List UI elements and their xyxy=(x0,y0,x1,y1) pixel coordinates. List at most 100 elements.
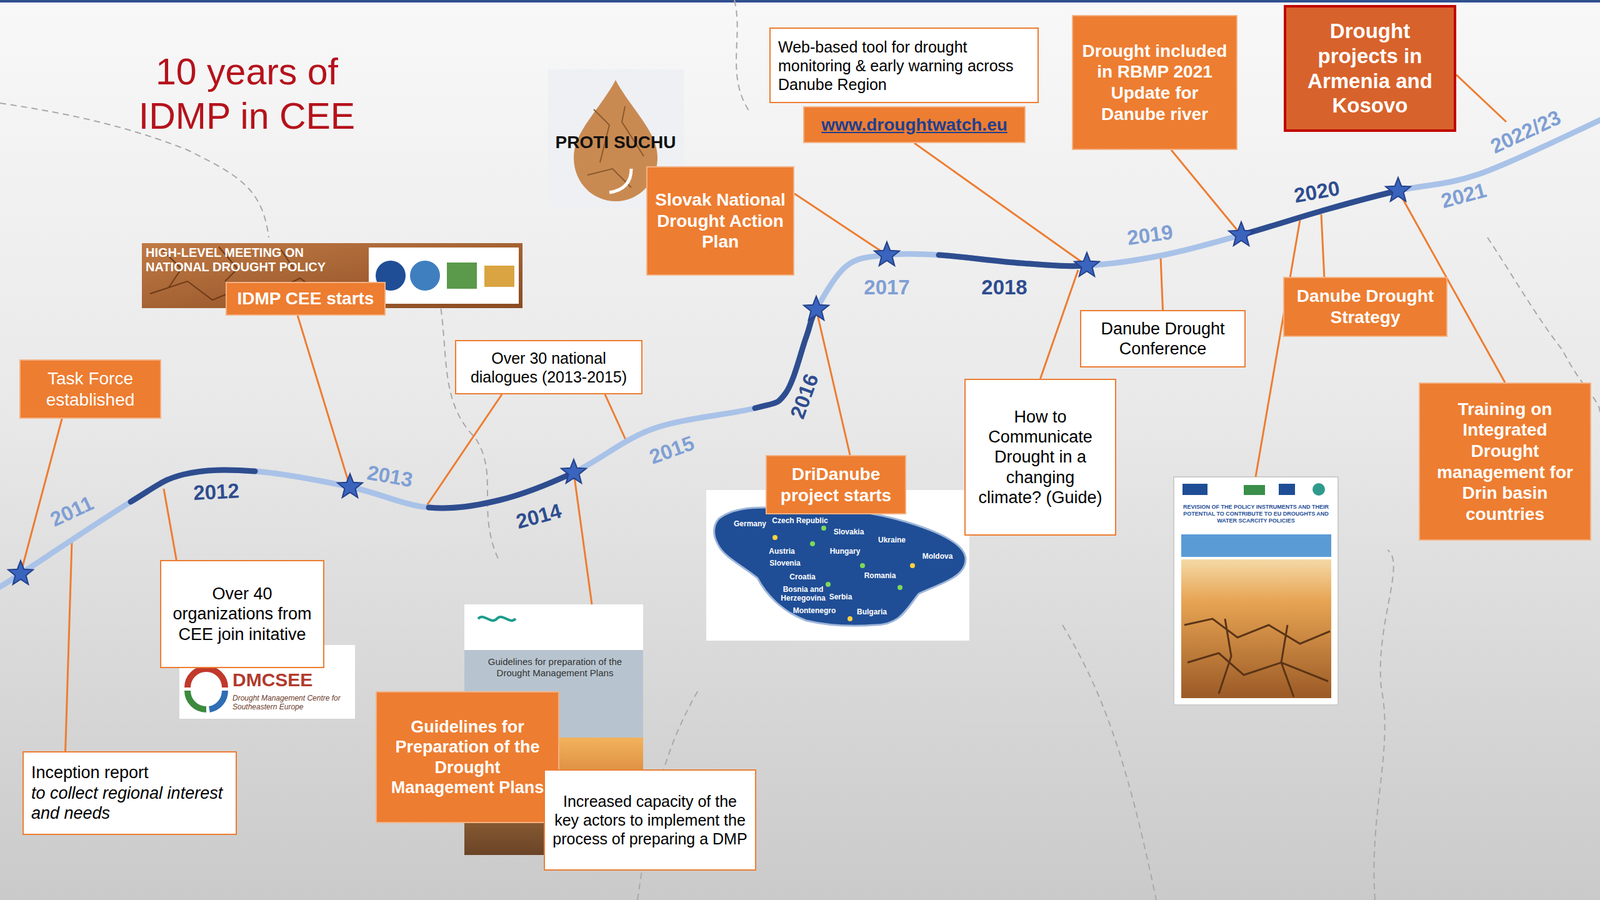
note-box: Inception reportto collect regional inte… xyxy=(22,751,237,835)
timeline-year-segment xyxy=(938,255,1087,267)
year-label: 2022/23 xyxy=(1486,105,1565,159)
note-box: Over 30 national dialogues (2013-2015) xyxy=(455,340,643,395)
site-dot xyxy=(860,563,865,569)
box-text: Web-based tool for drought monitoring & … xyxy=(778,37,1030,94)
border-line xyxy=(1373,550,1394,900)
gwp-logo xyxy=(478,616,516,621)
box-text: Guidelines for Preparation of the Drough… xyxy=(384,716,551,799)
image-text: DMCSEE xyxy=(232,668,352,692)
box-text: Over 30 national dialogues (2013-2015) xyxy=(463,348,634,387)
box-text: Over 40 organizations from CEE join init… xyxy=(168,583,316,645)
image-text: Croatia xyxy=(789,572,815,582)
image-text: Montenegro xyxy=(793,606,837,615)
event-box: DriDanube project starts xyxy=(765,455,907,515)
cover-ground xyxy=(1173,476,1339,705)
leader-line xyxy=(65,541,72,752)
year-label: 2017 xyxy=(863,275,910,300)
year-label: 2018 xyxy=(981,275,1027,300)
event-box: Drought included in RBMP 2021 Update for… xyxy=(1071,15,1238,150)
image-text: NATIONAL DROUGHT POLICY xyxy=(145,259,365,275)
event-box: IDMP CEE starts xyxy=(225,281,386,316)
image-text: Romania xyxy=(864,571,897,580)
logo xyxy=(446,262,477,289)
top-rim xyxy=(0,0,1600,3)
box-text: Inception report xyxy=(31,762,229,783)
image-text: Czech Republic xyxy=(771,516,828,525)
leader-line xyxy=(1255,220,1300,477)
box-text: www.droughtwatch.eu xyxy=(811,114,1017,136)
image-text: HIGH-LEVEL MEETING ON xyxy=(145,245,365,260)
year-label: 2012 xyxy=(192,478,240,505)
event-box: Guidelines for Preparation of the Drough… xyxy=(375,691,560,824)
logo xyxy=(410,260,440,291)
milestone-star xyxy=(337,473,363,498)
year-label: 2021 xyxy=(1438,177,1489,214)
image-text: Slovakia xyxy=(833,527,865,537)
image-text: Drought Management Centre for Southeaste… xyxy=(232,693,352,712)
site-dot xyxy=(847,616,853,622)
year-label: 2020 xyxy=(1291,175,1342,209)
logo-arc xyxy=(209,690,225,710)
diagram-title: 10 years of IDMP in CEE xyxy=(128,50,366,139)
leader-line xyxy=(1321,214,1325,277)
image-text: Ukraine xyxy=(878,535,906,545)
timeline xyxy=(0,118,1600,587)
box-text: Danube Drought Conference xyxy=(1088,318,1237,360)
milestone-star xyxy=(874,241,900,266)
logo xyxy=(1312,483,1325,496)
crack-lines xyxy=(1184,618,1330,697)
border-line xyxy=(437,287,500,563)
leader-line xyxy=(573,472,592,605)
border-line xyxy=(734,0,750,113)
site-dot xyxy=(897,585,903,590)
image-text: PROTI SUCHU xyxy=(548,131,684,154)
image-text: Hungary xyxy=(830,546,861,556)
box-text: Slovak National Drought Action Plan xyxy=(655,189,786,253)
leader-line xyxy=(1160,257,1164,310)
milestone-star xyxy=(1385,177,1411,202)
milestone-star xyxy=(1228,221,1254,246)
leader-line xyxy=(426,394,502,507)
leader-line xyxy=(297,315,350,487)
image-text: Germany xyxy=(733,519,767,529)
event-box: Slovak National Drought Action Plan xyxy=(646,166,795,276)
pilot-sites xyxy=(810,525,903,590)
year-label: 2019 xyxy=(1125,219,1175,250)
cover-photo xyxy=(1181,559,1332,699)
year-label: 2015 xyxy=(646,430,699,470)
box-text: Training on Integrated Drought managemen… xyxy=(1427,398,1583,525)
site-dot xyxy=(821,525,827,531)
event-box: www.droughtwatch.eu xyxy=(803,106,1026,144)
logo-panel xyxy=(368,247,519,304)
danube-basin xyxy=(714,507,966,626)
timeline-line xyxy=(0,118,1600,587)
logo xyxy=(1278,483,1295,495)
year-label: 2011 xyxy=(46,490,98,532)
border-line xyxy=(1062,625,1157,900)
note-box: How to Communicate Drought in a changing… xyxy=(964,378,1117,536)
leader-line xyxy=(1171,150,1242,235)
box-text: Increased capacity of the key actors to … xyxy=(552,791,748,849)
milestone-star xyxy=(1074,252,1100,277)
note-box: Over 40 organizations from CEE join init… xyxy=(160,560,325,669)
note-box: Web-based tool for drought monitoring & … xyxy=(769,27,1039,104)
logo xyxy=(1243,485,1265,495)
image-text: REVISION OF THE POLICY INSTRUMENTS AND T… xyxy=(1180,503,1332,524)
box-text: Drought projects in Armenia and Kosovo xyxy=(1293,18,1447,118)
leader-line xyxy=(605,394,628,444)
logo xyxy=(484,265,515,287)
box-text: Task Force established xyxy=(28,368,153,410)
leader-line xyxy=(1456,75,1507,122)
note-box: Increased capacity of the key actors to … xyxy=(543,769,757,871)
image-text: Bulgaria xyxy=(856,607,887,617)
logo-arc xyxy=(187,668,225,688)
milestone-star xyxy=(803,296,829,320)
box-text: DriDanube project starts xyxy=(774,463,898,506)
site-dot xyxy=(810,541,815,547)
image-text: Serbia xyxy=(829,592,853,602)
leader-line xyxy=(163,488,177,560)
year-label: 2014 xyxy=(513,498,564,534)
swoosh xyxy=(609,168,632,193)
event-box: Danube Drought Strategy xyxy=(1283,276,1448,337)
image-text: Moldova xyxy=(922,551,954,561)
